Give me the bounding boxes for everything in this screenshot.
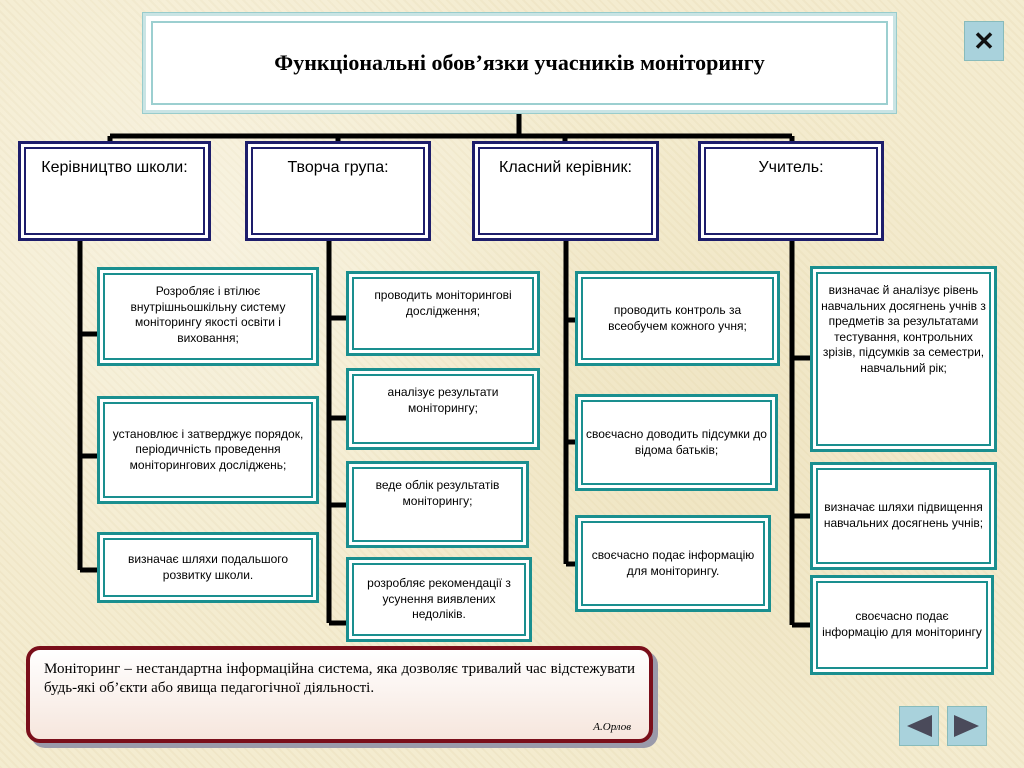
task-box: проводить контроль за всеобучем кожного … bbox=[575, 271, 780, 366]
head-class-teacher: Класний керівник: bbox=[472, 141, 659, 241]
task-box: своєчасно подає інформацію для моніторин… bbox=[575, 515, 771, 612]
prev-slide-button[interactable] bbox=[899, 706, 939, 746]
close-icon: ✕ bbox=[973, 25, 995, 56]
task-box: своєчасно доводить підсумки до відома ба… bbox=[575, 394, 778, 491]
task-box: своєчасно подає інформацію для моніторин… bbox=[810, 575, 994, 675]
task-box: аналізує результати моніторингу; bbox=[346, 368, 540, 450]
diagram-title: Функціональні обов’язки учасників моніто… bbox=[274, 50, 765, 75]
quote-text: Моніторинг – нестандартна інформаційна с… bbox=[44, 661, 635, 696]
task-box: веде облік результатів моніторингу; bbox=[346, 461, 529, 548]
quote-author: А.Орлов bbox=[593, 721, 631, 733]
task-box: установлює і затверджує порядок, періоди… bbox=[97, 396, 319, 504]
task-box: проводить моніторингові дослідження; bbox=[346, 271, 540, 356]
task-box: Розробляє і втілює внутрішньошкільну сис… bbox=[97, 267, 319, 366]
task-box: визначає й аналізує рівень навчальних до… bbox=[810, 266, 997, 452]
task-box: розробляє рекомендації з усунення виявле… bbox=[346, 557, 532, 642]
head-creative-group: Творча група: bbox=[245, 141, 431, 241]
close-button[interactable]: ✕ bbox=[964, 21, 1004, 61]
triangle-left-icon bbox=[907, 715, 932, 737]
definition-quote: Моніторинг – нестандартна інформаційна с… bbox=[26, 646, 653, 743]
head-school-management: Керівництво школи: bbox=[18, 141, 211, 241]
head-teacher: Учитель: bbox=[698, 141, 884, 241]
diagram-title-box: Функціональні обов’язки учасників моніто… bbox=[142, 12, 897, 114]
task-box: визначає шляхи підвищення навчальних дос… bbox=[810, 462, 997, 570]
next-slide-button[interactable] bbox=[947, 706, 987, 746]
triangle-right-icon bbox=[954, 715, 979, 737]
task-box: визначає шляхи подальшого розвитку школи… bbox=[97, 532, 319, 603]
